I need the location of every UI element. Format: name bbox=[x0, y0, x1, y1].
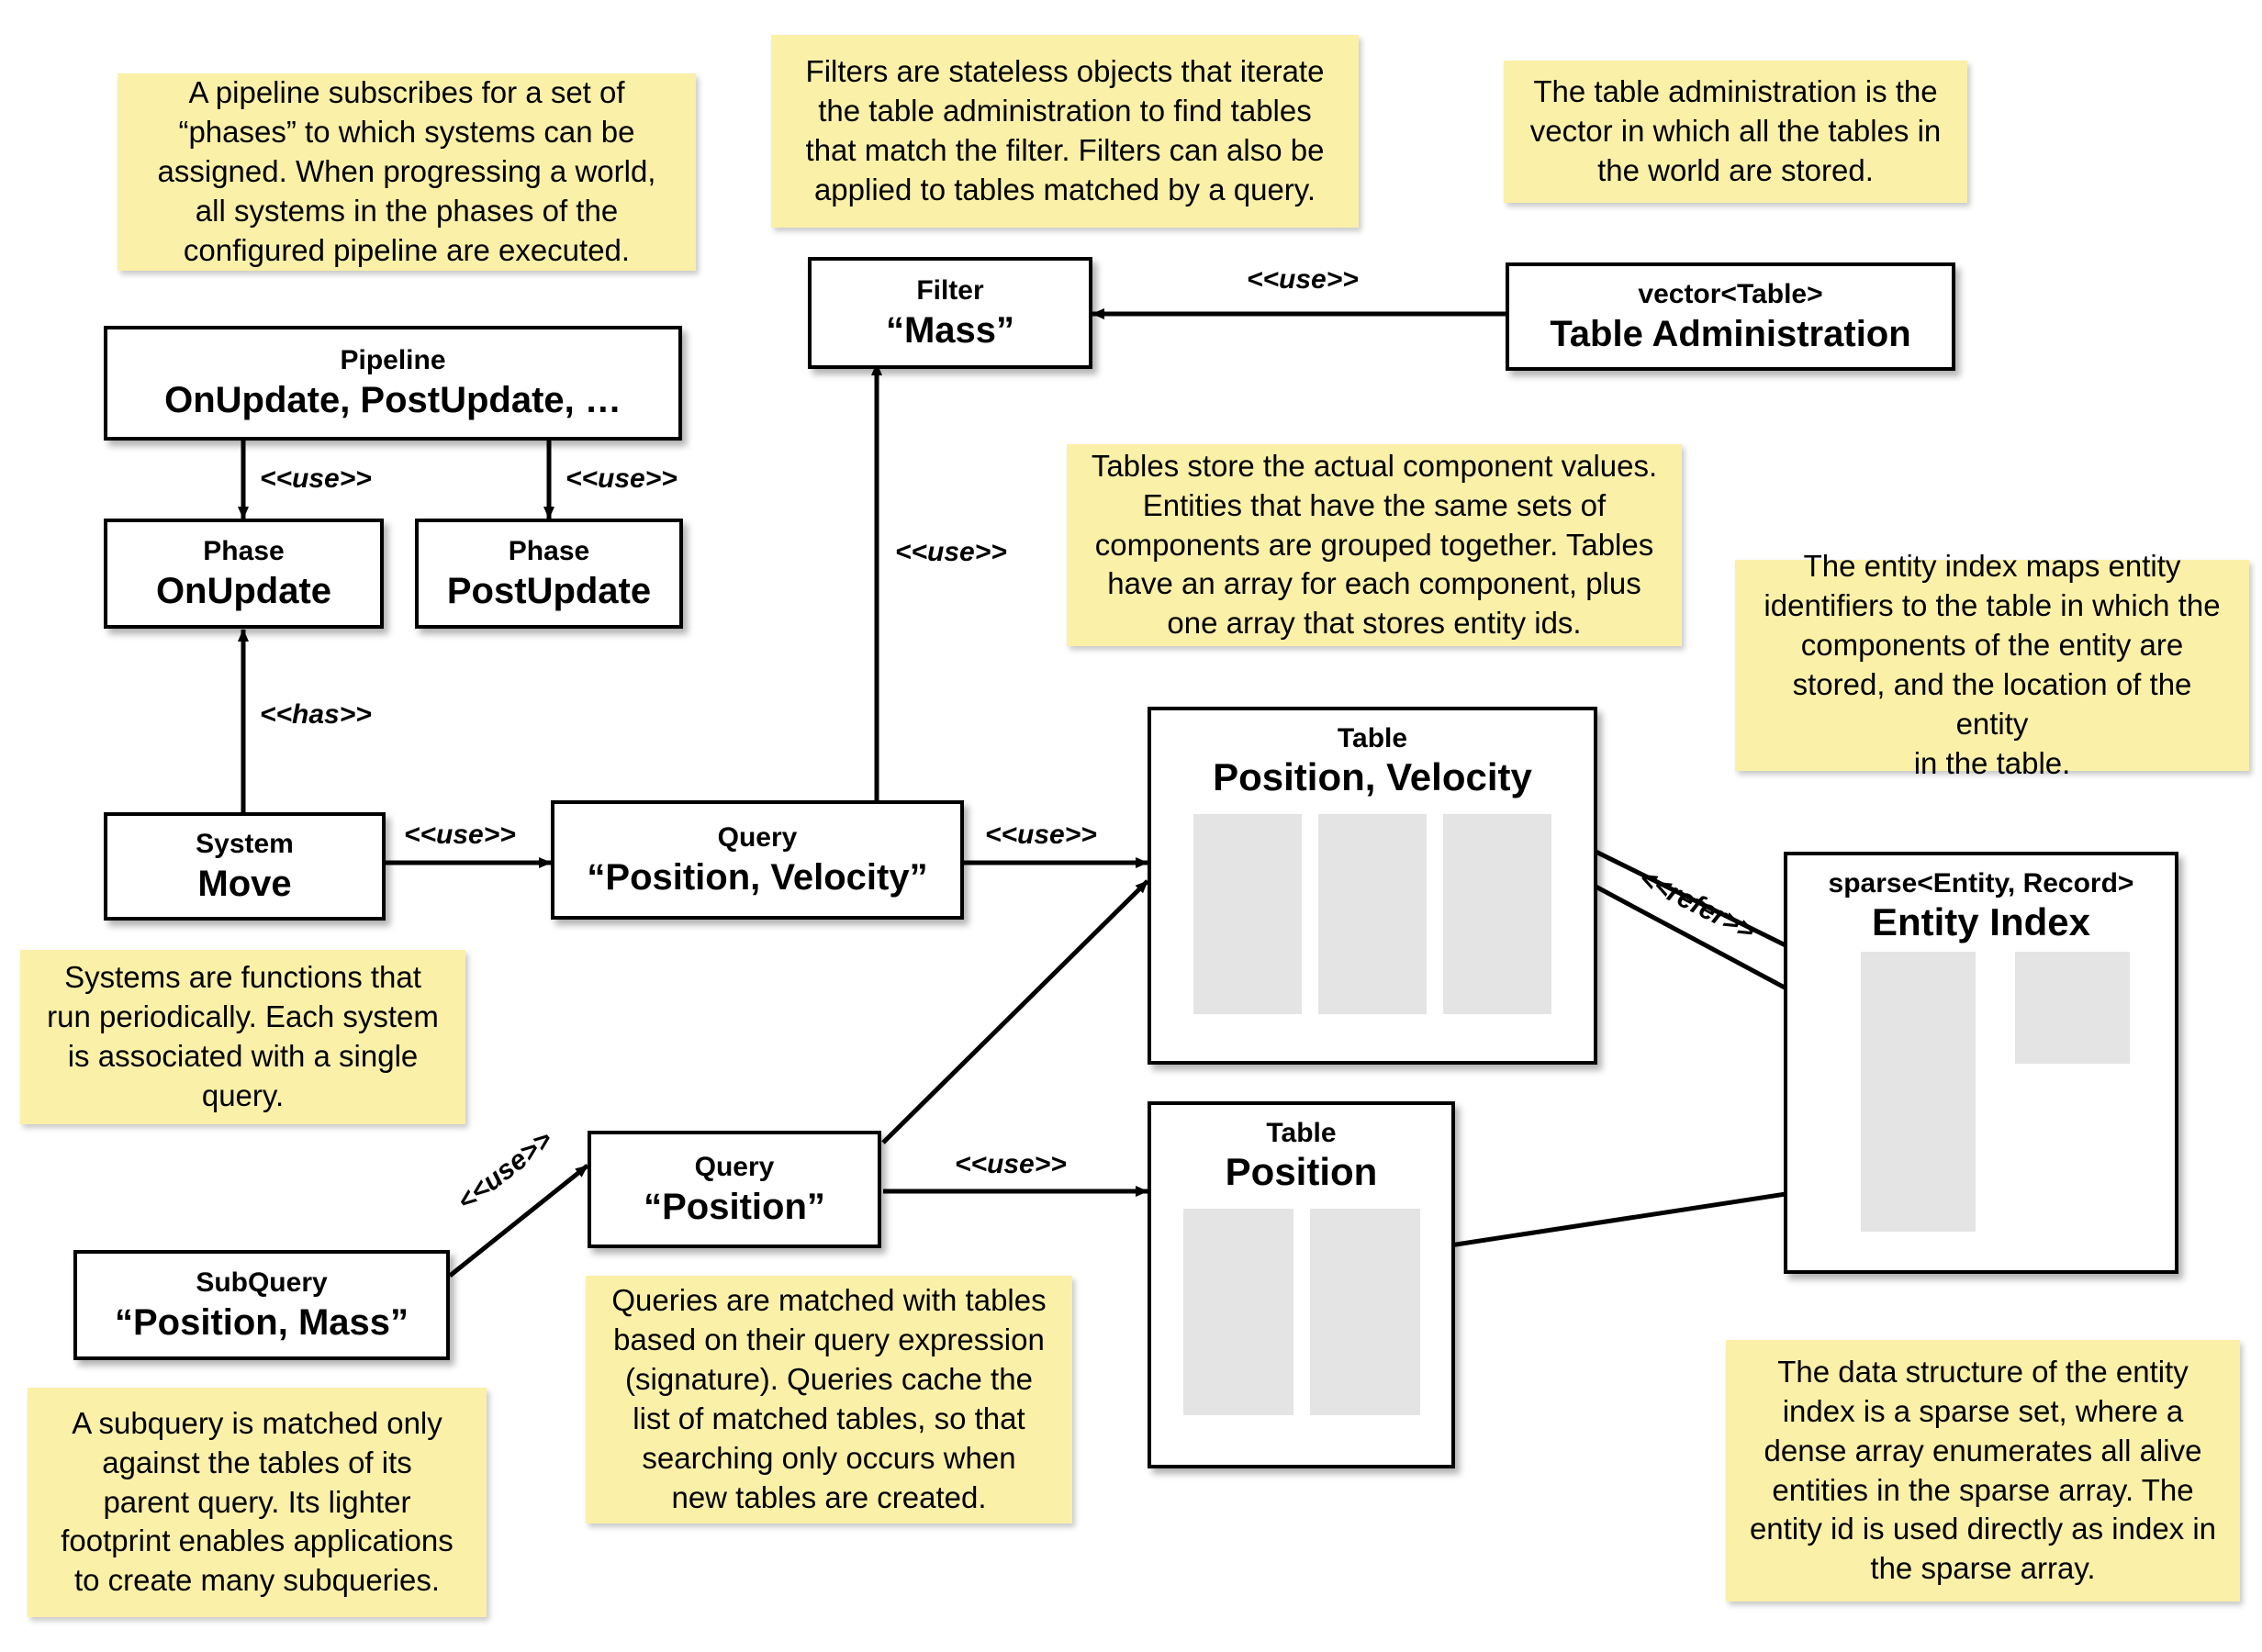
box-table-position[interactable]: Table Position bbox=[1148, 1101, 1455, 1468]
box-phase-onupdate-stereotype: Phase bbox=[203, 535, 285, 566]
box-pipeline[interactable]: Pipeline OnUpdate, PostUpdate, … bbox=[104, 326, 682, 441]
box-table-p-stereotype: Table bbox=[1266, 1118, 1337, 1148]
box-entity-index-stereotype: sparse<Entity, Record> bbox=[1828, 868, 2134, 899]
box-subquery-stereotype: SubQuery bbox=[196, 1267, 328, 1298]
box-table-p-name: Position bbox=[1225, 1150, 1378, 1193]
label-tableadmin-uses-filter: <<use>> bbox=[1247, 264, 1359, 295]
box-table-position-velocity[interactable]: Table Position, Velocity bbox=[1148, 707, 1597, 1065]
label-pipeline-onupdate-use: <<use>> bbox=[260, 463, 372, 494]
table-pv-column-3 bbox=[1443, 814, 1551, 1015]
entity-index-dense-array bbox=[2015, 952, 2130, 1064]
label-query-uses-filter: <<use>> bbox=[895, 537, 1007, 567]
label-queryp-uses-table: <<use>> bbox=[955, 1149, 1067, 1179]
box-entity-index-name: Entity Index bbox=[1871, 900, 2091, 943]
box-entity-index[interactable]: sparse<Entity, Record> Entity Index bbox=[1784, 852, 2178, 1274]
box-subquery-position-mass[interactable]: SubQuery “Position, Mass” bbox=[73, 1250, 450, 1360]
note-systems: Systems are functions that run periodica… bbox=[20, 950, 465, 1124]
entity-index-sparse-array bbox=[1861, 952, 1976, 1232]
box-system-move[interactable]: System Move bbox=[104, 812, 386, 921]
box-query-p-name: “Position” bbox=[644, 1186, 825, 1227]
box-table-administration[interactable]: vector<Table> Table Administration bbox=[1506, 262, 1955, 371]
note-subquery: A subquery is matched only against the t… bbox=[28, 1388, 487, 1617]
box-system-move-stereotype: System bbox=[196, 828, 294, 859]
note-entity-index: The entity index maps entity identifiers… bbox=[1735, 549, 2249, 780]
label-system-has-phase: <<has>> bbox=[260, 699, 372, 730]
note-pipeline: A pipeline subscribes for a set of “phas… bbox=[118, 73, 696, 271]
box-phase-postupdate-name: PostUpdate bbox=[446, 570, 652, 611]
table-p-column-2 bbox=[1309, 1209, 1420, 1416]
edge-queryp-tablepv bbox=[881, 879, 1149, 1144]
box-table-admin-name: Table Administration bbox=[1550, 313, 1911, 354]
note-sparse-set: The data structure of the entity index i… bbox=[1726, 1340, 2240, 1602]
box-phase-onupdate-name: OnUpdate bbox=[155, 570, 332, 611]
box-phase-postupdate-stereotype: Phase bbox=[508, 535, 590, 566]
label-entityindex-refer: <<refer>> bbox=[1634, 863, 1760, 947]
table-p-column-1 bbox=[1182, 1209, 1293, 1416]
table-pv-column-2 bbox=[1318, 814, 1427, 1015]
note-table-administration: The table administration is the vector i… bbox=[1504, 61, 1967, 203]
box-pipeline-name: OnUpdate, PostUpdate, … bbox=[164, 380, 621, 420]
label-pipeline-postupdate-use: <<use>> bbox=[566, 463, 677, 494]
note-tables: Tables store the actual component values… bbox=[1067, 444, 1682, 646]
box-table-pv-name: Position, Velocity bbox=[1213, 755, 1532, 798]
box-phase-postupdate[interactable]: Phase PostUpdate bbox=[415, 519, 683, 629]
box-query-position-velocity[interactable]: Query “Position, Velocity” bbox=[551, 800, 964, 920]
box-phase-onupdate[interactable]: Phase OnUpdate bbox=[104, 519, 384, 629]
box-pipeline-stereotype: Pipeline bbox=[340, 345, 446, 375]
box-filter-mass[interactable]: Filter “Mass” bbox=[808, 257, 1092, 369]
table-pv-column-1 bbox=[1193, 814, 1302, 1015]
label-querypv-uses-table: <<use>> bbox=[985, 820, 1097, 850]
box-filter-mass-stereotype: Filter bbox=[916, 274, 984, 306]
box-subquery-name: “Position, Mass” bbox=[114, 1301, 409, 1343]
box-table-pv-stereotype: Table bbox=[1337, 723, 1408, 753]
note-filter: Filters are stateless objects that itera… bbox=[771, 35, 1359, 228]
box-query-pv-stereotype: Query bbox=[717, 821, 798, 853]
label-subquery-uses-query: <<use>> bbox=[452, 1124, 559, 1218]
box-table-admin-stereotype: vector<Table> bbox=[1638, 278, 1823, 309]
box-query-pv-name: “Position, Velocity” bbox=[587, 856, 928, 898]
table-p-columns bbox=[1182, 1209, 1420, 1416]
table-pv-columns bbox=[1193, 814, 1551, 1015]
box-query-position[interactable]: Query “Position” bbox=[588, 1131, 881, 1248]
box-query-p-stereotype: Query bbox=[694, 1151, 775, 1182]
note-queries: Queries are matched with tables based on… bbox=[586, 1276, 1072, 1524]
box-filter-mass-name: “Mass” bbox=[885, 309, 1015, 351]
label-system-uses-query: <<use>> bbox=[404, 820, 516, 850]
box-system-move-name: Move bbox=[197, 863, 292, 904]
